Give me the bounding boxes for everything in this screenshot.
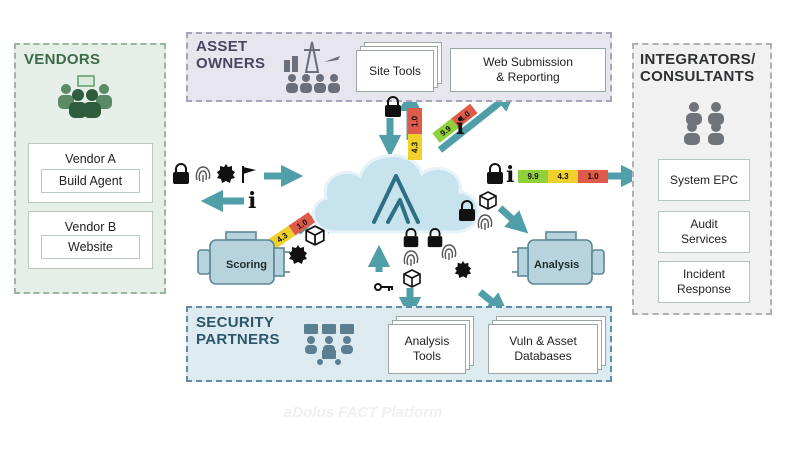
fingerprint-icon	[441, 244, 457, 260]
industrial-people-icon	[284, 41, 340, 93]
certificate-seal-icon	[289, 245, 307, 264]
web-submission-box: Web Submission & Reporting	[450, 48, 606, 92]
vendor-card-b: Vendor B Website	[28, 211, 153, 269]
security-partners-title: SECURITY PARTNERS	[196, 314, 280, 348]
package-icon	[305, 225, 325, 246]
fingerprint-icon	[195, 166, 211, 182]
certificate-seal-icon	[217, 164, 235, 183]
score-segment: 4.3	[548, 170, 578, 183]
score-segment: 4.3	[408, 134, 422, 160]
arrow-cloud-to-vuln-db	[477, 289, 509, 315]
incident-response-box: Incident Response	[658, 261, 750, 303]
score-segment: 9.9	[518, 170, 548, 183]
analysis-tools-stack: Analysis Tools	[388, 316, 474, 374]
platform-caption: aDolus FACT Platform	[284, 404, 443, 421]
analysis-tools-label: Analysis Tools	[388, 324, 466, 374]
fingerprint-icon	[403, 250, 419, 266]
integrators-title: INTEGRATORS/ CONSULTANTS	[640, 51, 756, 85]
vendor-a-name: Vendor A	[65, 152, 116, 166]
score-segment: 1.0	[408, 108, 422, 134]
lock-icon	[403, 228, 419, 248]
vendor-card-a: Vendor A Build Agent	[28, 143, 153, 203]
arrow-cloud-to-analysis	[497, 205, 529, 234]
vendor-b-name: Vendor B	[64, 220, 117, 234]
vuln-asset-db-label: Vuln & Asset Databases	[488, 324, 598, 374]
vendor-b-website: Website	[41, 235, 140, 259]
security-partners-panel: SECURITY PARTNERS Analysis Tools Vuln & …	[186, 306, 612, 382]
info-icon-vendors: i	[248, 188, 257, 214]
arrow-cloud-to-owners-web	[437, 89, 517, 153]
package-icon	[479, 191, 497, 210]
system-epc-box: System EPC	[658, 159, 750, 201]
lock-icon	[427, 228, 443, 248]
people-group-icon	[58, 75, 112, 118]
info-icon-owners: i	[456, 114, 465, 140]
consultants-icon	[684, 102, 724, 145]
lock-256-icon	[459, 200, 475, 221]
fingerprint-icon	[477, 214, 493, 230]
vendors-title: VENDORS	[24, 51, 101, 68]
site-tools-label: Site Tools	[356, 50, 434, 92]
analysis-engine-icon	[512, 231, 605, 285]
lock-256-icon	[385, 96, 401, 117]
asset-owners-panel: ASSET OWNERS Site Tools Web Submission &…	[186, 32, 612, 102]
score-segment: 1.0	[578, 170, 608, 183]
package-icon	[403, 269, 421, 288]
lock-256-icon	[487, 163, 503, 184]
platform-logo-icon	[372, 174, 420, 224]
vendors-panel: VENDORS Vendor A Build Agent Vendor B We…	[14, 43, 166, 294]
score-bar-owners-site: 1.0 4.3	[408, 108, 422, 160]
asset-owners-title: ASSET OWNERS	[196, 38, 266, 72]
vuln-db-stack: Vuln & Asset Databases	[488, 316, 606, 374]
scoring-engine-icon	[197, 231, 290, 285]
platform-cloud	[311, 154, 480, 234]
scoring-engine-label: Scoring	[226, 259, 267, 271]
flag-icon	[242, 166, 256, 183]
info-icon-integrators: i	[506, 162, 515, 188]
site-tools-stack: Site Tools	[356, 42, 442, 92]
certificate-seal-icon	[454, 261, 472, 279]
analysts-icon	[304, 324, 354, 365]
audit-services-box: Audit Services	[658, 211, 750, 253]
lock-256-icon	[173, 163, 189, 184]
vendor-a-build-agent: Build Agent	[41, 169, 140, 193]
score-bar-integrators: 9.9 4.3 1.0	[518, 170, 608, 183]
key-icon	[374, 283, 393, 291]
analysis-engine-label: Analysis	[534, 259, 580, 271]
integrators-panel: INTEGRATORS/ CONSULTANTS System EPC Audi…	[632, 43, 772, 315]
